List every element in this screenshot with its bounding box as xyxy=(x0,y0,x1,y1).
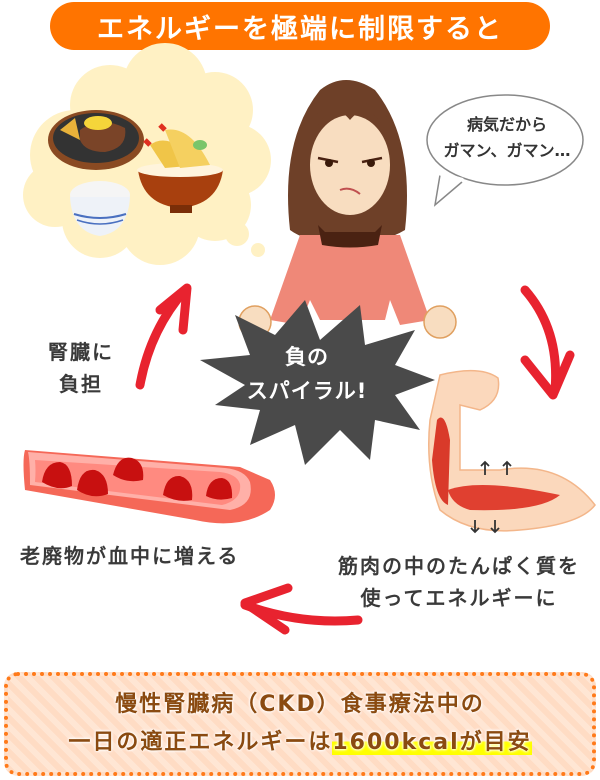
title-banner: エネルギーを極端に制限すると xyxy=(50,2,550,50)
muscle-protein-label: 筋肉の中のたんぱく質を 使ってエネルギーに xyxy=(338,554,580,610)
title-text: エネルギーを極端に制限すると xyxy=(97,13,503,45)
info-line-1: 慢性腎臓病（CKD）食事療法中の xyxy=(115,692,485,717)
kidney-burden-label: 腎臓に 負担 xyxy=(48,340,114,396)
arrow-icon xyxy=(135,283,575,635)
flexed-arm-muscle-icon xyxy=(428,369,596,534)
rice-bowl-icon xyxy=(70,181,130,236)
tempura-bowl-icon xyxy=(137,123,223,213)
highlighted-energy-target: 1600kcalが目安 xyxy=(332,730,532,755)
info-box: 慢性腎臓病（CKD）食事療法中の 一日の適正エネルギーは1600kcalが目安 xyxy=(4,672,596,776)
frowning-woman-icon xyxy=(238,80,457,339)
burst-text: 負の スパイラル! xyxy=(246,345,368,403)
blood-vessel-icon xyxy=(23,450,275,524)
info-line-2: 一日の適正エネルギーは1600kcalが目安 xyxy=(68,730,532,755)
negative-spiral-burst xyxy=(200,300,435,465)
speech-bubble-text: 病気だから ガマン、ガマン… xyxy=(443,115,571,160)
steak-plate-icon xyxy=(48,110,144,170)
waste-increase-label: 老廃物が血中に増える xyxy=(20,544,240,568)
food-thought-icon xyxy=(23,43,271,265)
speech-bubble xyxy=(426,94,584,207)
